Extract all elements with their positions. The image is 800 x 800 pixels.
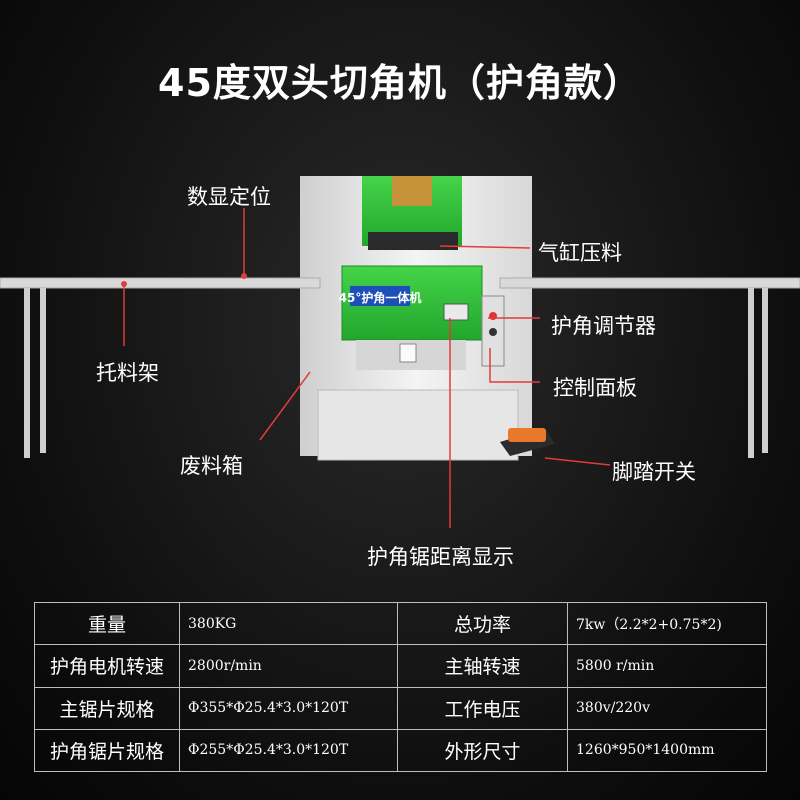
machine-base <box>317 389 519 461</box>
spec-label: 护角锯片规格 <box>34 728 180 773</box>
page-title: 45度双头切角机（护角款） <box>158 61 642 105</box>
callout-material-rack: 托料架 <box>96 361 159 385</box>
callout-digital-positioning: 数显定位 <box>187 185 271 209</box>
spec-value: 380v/220v <box>567 686 767 730</box>
callout-lines <box>123 208 611 528</box>
table-row: 重量 380KG 总功率 7kw（2.2*2+0.75*2) <box>34 601 767 646</box>
table-row: 主锯片规格 Φ355*Φ25.4*3.0*120T 工作电压 380v/220v <box>34 686 767 730</box>
spec-label: 主轴转速 <box>397 644 568 688</box>
callout-foot-switch: 脚踏开关 <box>612 460 696 484</box>
callout-waste-box: 废料箱 <box>180 454 243 478</box>
spec-value: Φ355*Φ25.4*3.0*120T <box>179 686 398 730</box>
spec-label: 总功率 <box>397 601 568 646</box>
spec-value: 2800r/min <box>179 644 398 688</box>
left-rail <box>0 277 321 289</box>
spec-value: 5800 r/min <box>567 644 767 688</box>
spec-table: 重量 380KG 总功率 7kw（2.2*2+0.75*2) 护角电机转速 28… <box>34 601 767 773</box>
spec-value: 7kw（2.2*2+0.75*2) <box>567 601 767 646</box>
spec-value: 380KG <box>179 601 398 646</box>
table-row: 护角电机转速 2800r/min 主轴转速 5800 r/min <box>34 644 767 688</box>
right-rail <box>499 277 800 289</box>
callout-control-panel: 控制面板 <box>553 376 637 400</box>
spec-label: 工作电压 <box>397 686 568 730</box>
spec-value: Φ255*Φ25.4*3.0*120T <box>179 728 398 773</box>
spec-label: 重量 <box>34 601 180 646</box>
callout-cylinder-press: 气缸压料 <box>538 241 622 265</box>
callout-corner-adjuster: 护角调节器 <box>551 314 656 338</box>
table-row: 护角锯片规格 Φ255*Φ25.4*3.0*120T 外形尺寸 1260*950… <box>34 728 767 773</box>
spec-label: 护角电机转速 <box>34 644 180 688</box>
machine-label: 45°护角一体机 <box>339 290 422 305</box>
spec-label: 主锯片规格 <box>34 686 180 730</box>
callout-saw-distance-display: 护角锯距离显示 <box>367 545 514 569</box>
spec-value: 1260*950*1400mm <box>567 728 767 773</box>
spec-label: 外形尺寸 <box>397 728 568 773</box>
digital-display <box>443 303 469 321</box>
